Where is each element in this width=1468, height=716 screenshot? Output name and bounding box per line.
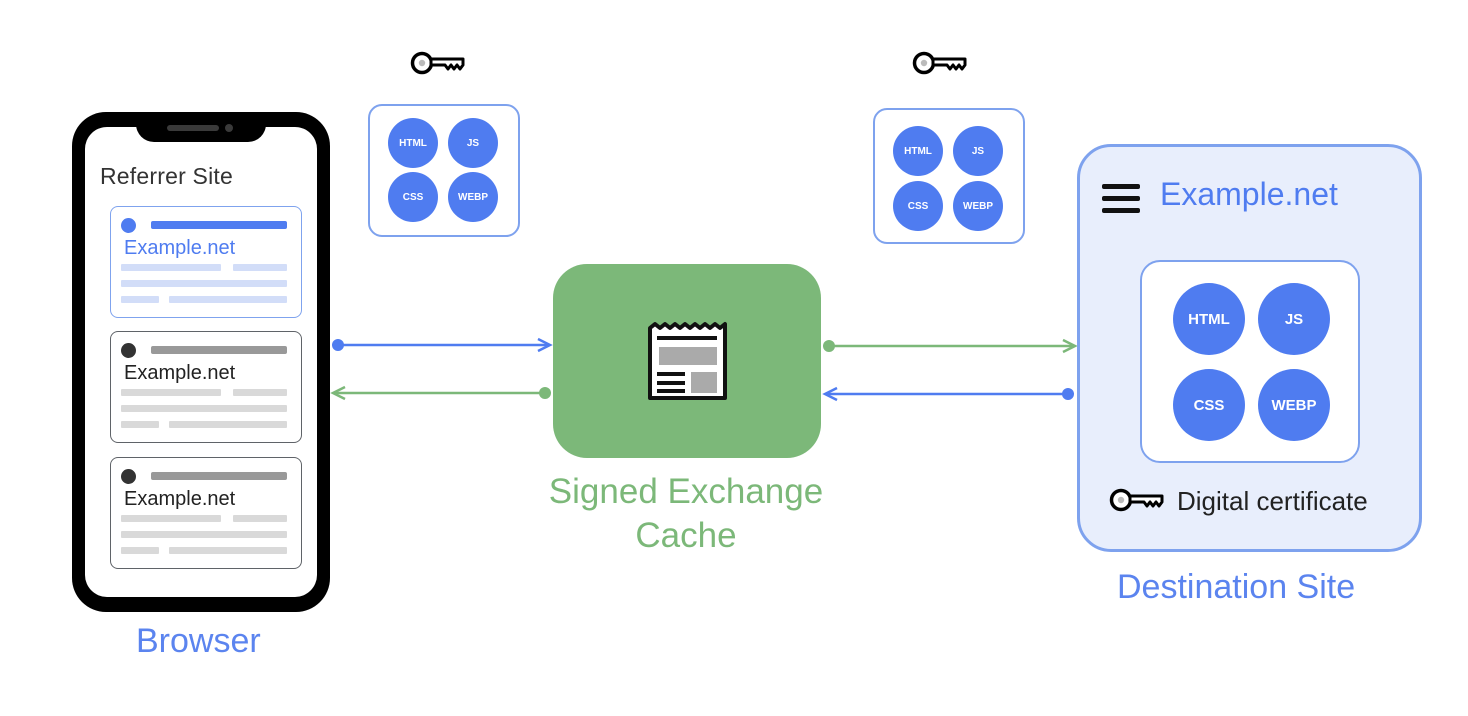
text-line [121,547,159,554]
resource-webp: WEBP [1258,369,1330,441]
referrer-site-title: Referrer Site [100,163,233,189]
text-line [169,421,287,428]
resource-html: HTML [1173,283,1245,355]
result-site-name: Example.net [124,237,236,259]
phone-camera [225,124,233,132]
text-line [233,389,287,396]
resource-js: JS [1258,283,1330,355]
digital-certificate-label: Digital certificate [1177,486,1368,516]
text-line [121,531,287,538]
result-favicon [121,218,136,233]
result-favicon [121,343,136,358]
search-result-card[interactable]: Example.net [110,331,302,443]
resource-bundle-left: HTML JS CSS WEBP [368,104,520,237]
result-title-bar [151,346,287,354]
resource-bundle-right: HTML JS CSS WEBP [873,108,1025,244]
text-line [233,515,287,522]
text-line [121,296,159,303]
text-line [121,515,221,522]
resource-html: HTML [893,126,943,176]
text-line [121,280,287,287]
arrow-destination-to-cache [822,386,1074,402]
text-line [121,264,221,271]
result-favicon [121,469,136,484]
cache-label-line2: Cache [635,516,737,555]
arrow-browser-to-cache [332,337,553,353]
text-line [233,264,287,271]
text-line [169,296,287,303]
destination-site-name: Example.net [1160,176,1338,212]
result-site-name: Example.net [124,488,236,510]
resource-css: CSS [1173,369,1245,441]
key-icon [1109,488,1164,512]
arrow-cache-to-destination [823,338,1078,354]
result-title-bar [151,221,287,229]
text-line [121,405,287,412]
search-result-card[interactable]: Example.net [110,457,302,569]
key-icon [410,51,465,75]
resource-css: CSS [388,172,438,222]
cache-label-line1: Signed Exchange [548,472,824,511]
resource-js: JS [953,126,1003,176]
resource-webp: WEBP [448,172,498,222]
text-line [121,389,221,396]
result-site-name: Example.net [124,362,236,384]
text-line [169,547,287,554]
receipt-icon [648,322,727,400]
browser-label: Browser [136,622,261,660]
destination-resource-bundle: HTML JS CSS WEBP [1140,260,1360,463]
result-title-bar [151,472,287,480]
text-line [121,421,159,428]
resource-html: HTML [388,118,438,168]
resource-webp: WEBP [953,181,1003,231]
destination-site-label: Destination Site [1117,568,1356,606]
key-icon [912,51,967,75]
resource-js: JS [448,118,498,168]
phone-speaker [167,125,219,131]
arrow-cache-to-browser [330,385,551,401]
search-result-card[interactable]: Example.net [110,206,302,318]
resource-css: CSS [893,181,943,231]
cache-label: Signed Exchange Cache [520,470,852,558]
